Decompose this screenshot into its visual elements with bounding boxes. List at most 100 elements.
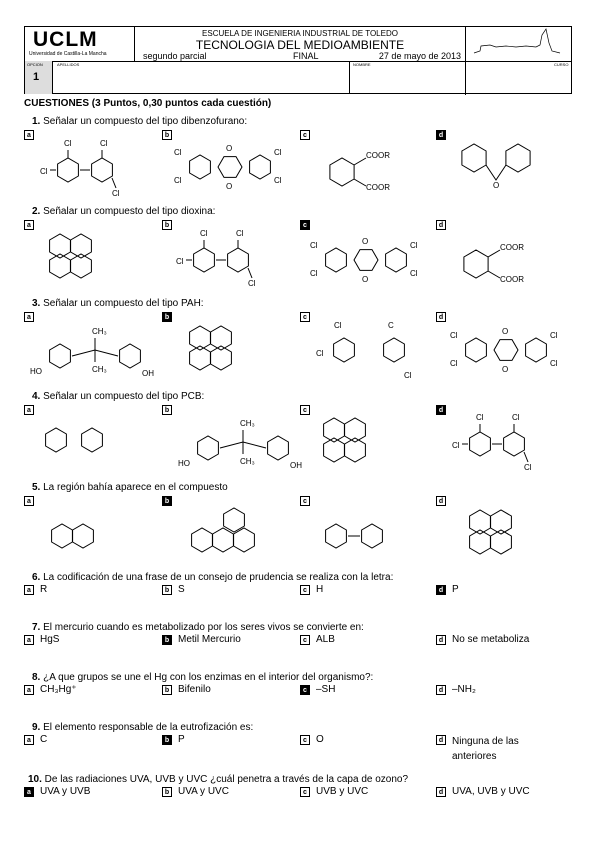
option-c-box[interactable]: c [300, 312, 310, 322]
question-text: 1. Señalar un compuesto del tipo dibenzo… [32, 116, 247, 127]
atom-label: COOR [366, 151, 390, 160]
apellidos-label: APELLIDOS [57, 62, 80, 67]
option-c-text: UVB y UVC [316, 786, 369, 797]
option-b-box[interactable]: b [162, 496, 172, 506]
option-c-box[interactable]: c [300, 405, 310, 415]
atom-label: Cl [40, 167, 48, 176]
atom-label: Cl [524, 463, 532, 472]
atom-label: O [362, 275, 368, 284]
option-d-box[interactable]: d [436, 496, 446, 506]
option-a-box[interactable]: a [24, 585, 34, 595]
atom-label: Cl [410, 269, 418, 278]
option-b-text: Metil Mercurio [178, 634, 241, 645]
exam-partial: segundo parcial [143, 51, 207, 61]
atom-label: Cl [334, 321, 342, 330]
option-a-box[interactable]: a [24, 312, 34, 322]
option-c-text: –SH [316, 684, 336, 695]
option-d-box[interactable]: d [436, 220, 446, 230]
option-d-box[interactable]: d [436, 787, 446, 797]
option-a-box[interactable]: a [24, 496, 34, 506]
brand-name: UCLM [33, 28, 98, 51]
option-b-box[interactable]: b [162, 735, 172, 745]
atom-label: Cl [274, 148, 282, 157]
option-a-box[interactable]: a [24, 735, 34, 745]
atom-label: O [226, 144, 232, 153]
atom-label: C [388, 321, 394, 330]
option-a-box[interactable]: a [24, 220, 34, 230]
option-c-box[interactable]: c [300, 585, 310, 595]
option-a-box[interactable]: a [24, 635, 34, 645]
option-b-box[interactable]: b [162, 312, 172, 322]
atom-label: Cl [236, 229, 244, 238]
question-number: 3. [32, 298, 41, 309]
option-c-box[interactable]: c [300, 496, 310, 506]
signature-drawing [473, 28, 561, 54]
option-a-text: CH₃Hg⁺ [40, 684, 77, 695]
question-number: 4. [32, 391, 41, 402]
brand-subtitle: Universidad de Castilla-La Mancha [29, 51, 107, 57]
atom-label: Cl [64, 139, 72, 148]
question-text: 8. ¿A que grupos se une el Hg con los en… [32, 672, 373, 683]
option-b-box[interactable]: b [162, 787, 172, 797]
option-c-box[interactable]: c [300, 635, 310, 645]
option-b-text: S [178, 584, 185, 595]
option-c-box[interactable]: c [300, 787, 310, 797]
question-number: 9. [32, 722, 41, 733]
atom-label: CH₃ [92, 365, 107, 374]
atom-label: Cl [200, 229, 208, 238]
option-a-box[interactable]: a [24, 787, 34, 797]
atom-label: COOR [500, 275, 524, 284]
atom-label: Cl [410, 241, 418, 250]
atom-label: OH [290, 461, 302, 470]
option-a-box[interactable]: a [24, 405, 34, 415]
option-b-box[interactable]: b [162, 220, 172, 230]
option-b-box[interactable]: b [162, 130, 172, 140]
atom-label: CH₃ [92, 327, 107, 336]
question-text: 3. Señalar un compuesto del tipo PAH: [32, 298, 204, 309]
option-b-box[interactable]: b [162, 405, 172, 415]
atom-label: HO [30, 367, 42, 376]
atom-label: O [502, 327, 508, 336]
question-text: 9. El elemento responsable de la eutrofi… [32, 722, 253, 733]
naphthalene-molecule-5a [51, 523, 94, 549]
course-title: TECNOLOGIA DEL MEDIOAMBIENTE [195, 38, 405, 52]
option-c-box[interactable]: c [300, 130, 310, 140]
biphenyl-molecule-5c [325, 523, 383, 549]
option-b-box[interactable]: b [162, 585, 172, 595]
option-c-box[interactable]: c [300, 735, 310, 745]
question-label: El elemento responsable de la eutrofizac… [40, 722, 254, 733]
phthalate-molecule-2d: COOR COOR [463, 243, 524, 284]
atom-label: Cl [176, 257, 184, 266]
option-a-box[interactable]: a [24, 685, 34, 695]
atom-label: OH [142, 369, 154, 378]
atom-label: Cl [404, 371, 412, 380]
curso-label: CURSO [554, 62, 569, 67]
option-d-box[interactable]: d [436, 130, 446, 140]
question-number: 2. [32, 206, 41, 217]
question-number: 5. [32, 482, 41, 493]
option-d-box[interactable]: d [436, 635, 446, 645]
option-d-box[interactable]: d [436, 685, 446, 695]
option-a-text: HgS [40, 634, 60, 645]
atom-label: Cl [310, 241, 318, 250]
option-b-box[interactable]: b [162, 685, 172, 695]
option-d-box[interactable]: d [436, 585, 446, 595]
question-number: 6. [32, 572, 41, 583]
pyrene-molecule-2a [49, 233, 92, 279]
atom-label: COOR [500, 243, 524, 252]
option-a-box[interactable]: a [24, 130, 34, 140]
option-a-text: UVA y UVB [40, 786, 91, 797]
question-number: 8. [32, 672, 41, 683]
benzanthrene-molecule-5b [191, 507, 255, 553]
option-c-box[interactable]: c [300, 685, 310, 695]
option-d-box[interactable]: d [436, 312, 446, 322]
option-d-box[interactable]: d [436, 405, 446, 415]
option-c-box[interactable]: c [300, 220, 310, 230]
option-d-box[interactable]: d [436, 735, 446, 745]
option-a-text: R [40, 584, 48, 595]
question-label: Señalar un compuesto del tipo PAH: [40, 298, 204, 309]
option-b-box[interactable]: b [162, 635, 172, 645]
